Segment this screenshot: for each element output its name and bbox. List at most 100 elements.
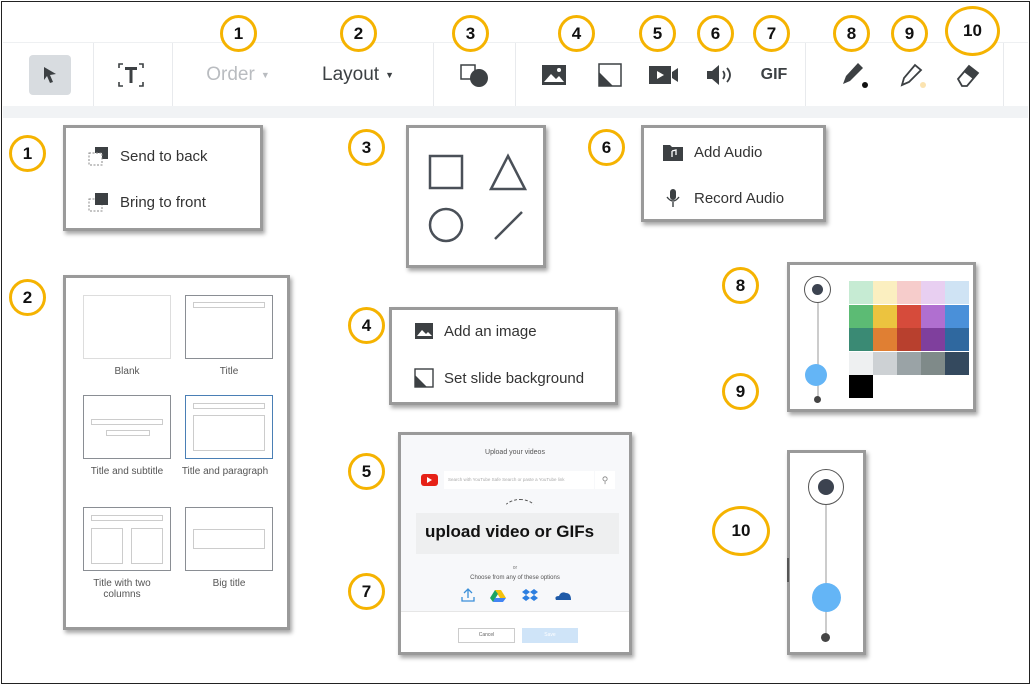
eraser-button[interactable] [951, 43, 987, 107]
color-swatch[interactable] [921, 281, 945, 304]
size-slider-track[interactable] [817, 290, 819, 400]
gif-button[interactable]: GIF [760, 66, 788, 83]
or-divider: or [512, 565, 518, 571]
color-swatch[interactable] [849, 328, 873, 351]
layout-label: Blank [114, 366, 140, 377]
upload-overlay-label: upload video or GIFs [416, 513, 619, 554]
color-swatch[interactable] [897, 351, 921, 375]
color-swatch[interactable] [873, 351, 897, 375]
order-dropdown[interactable]: Order ▼ [198, 43, 278, 107]
color-swatch[interactable] [873, 281, 897, 304]
cancel-button[interactable]: Cancel [458, 628, 515, 643]
size-slider-track[interactable] [825, 493, 827, 638]
dropbox-icon[interactable] [522, 588, 538, 602]
callout-5: 5 [348, 453, 385, 490]
eraser-size-panel [787, 450, 866, 655]
send-to-back-item[interactable]: Send to back [88, 146, 208, 166]
pen-icon [843, 63, 868, 88]
color-swatch[interactable] [897, 304, 921, 328]
layout-dropdown[interactable]: Layout▼ [313, 43, 403, 107]
callout-3: 3 [348, 129, 385, 166]
video-icon [649, 66, 678, 84]
bring-to-front-item[interactable]: Bring to front [88, 192, 206, 212]
layout-title-with-two-columns[interactable] [83, 507, 171, 571]
record-audio-item[interactable]: Record Audio [662, 188, 784, 208]
size-small-option[interactable] [821, 633, 830, 642]
choose-options-label: Choose from any of these options [470, 575, 560, 581]
image-button[interactable] [537, 43, 571, 107]
square-icon[interactable] [427, 153, 467, 193]
audio-menu: Add Audio Record Audio [641, 125, 826, 222]
shapes-button[interactable] [455, 43, 495, 107]
search-icon[interactable]: ⚲ [595, 471, 615, 489]
set-slide-background-item[interactable]: Set slide background [414, 368, 584, 388]
add-audio-item[interactable]: Add Audio [662, 142, 762, 162]
line-icon[interactable] [489, 206, 529, 246]
microphone-icon [666, 189, 680, 207]
circle-icon[interactable] [427, 206, 467, 246]
text-tool-button[interactable] [111, 43, 151, 107]
color-swatch[interactable] [921, 328, 945, 351]
youtube-search-input[interactable]: Search with YouTube Safe Search or paste… [444, 471, 594, 489]
audio-button[interactable] [703, 43, 737, 107]
select-tool-button[interactable] [29, 43, 71, 107]
callout-4: 4 [348, 307, 385, 344]
color-swatch[interactable] [873, 375, 897, 398]
layout-label: Title [219, 366, 239, 377]
text-icon [118, 63, 144, 87]
color-swatch[interactable] [849, 281, 873, 304]
color-swatch[interactable] [945, 351, 969, 375]
scroll-handle[interactable] [787, 558, 789, 582]
add-image-item[interactable]: Add an image [414, 322, 537, 340]
video-button[interactable] [646, 43, 682, 107]
layout-blank[interactable] [83, 295, 171, 359]
onedrive-icon[interactable] [554, 590, 572, 601]
callout-1: 1 [220, 15, 257, 52]
color-swatch[interactable] [897, 328, 921, 351]
callout-5: 5 [639, 15, 676, 52]
callout-3: 3 [452, 15, 489, 52]
callout-7: 7 [753, 15, 790, 52]
color-swatch[interactable] [849, 351, 873, 375]
callout-6: 6 [588, 129, 625, 166]
layout-title[interactable] [185, 295, 273, 359]
color-swatch[interactable] [945, 281, 969, 304]
upload-icon[interactable] [461, 588, 475, 602]
size-small-option[interactable] [814, 396, 821, 403]
color-swatch[interactable] [897, 281, 921, 304]
callout-7: 7 [348, 573, 385, 610]
color-swatch[interactable] [873, 328, 897, 351]
order-label: Order [206, 64, 255, 85]
caret-down-icon: ▼ [260, 70, 270, 80]
layout-label: Title and paragraph [181, 466, 269, 477]
color-swatch[interactable] [849, 375, 873, 398]
highlighter-icon [900, 63, 926, 88]
color-swatch[interactable] [945, 328, 969, 351]
save-button[interactable]: Save [522, 628, 578, 643]
color-swatch[interactable] [945, 304, 969, 328]
callout-8: 8 [722, 267, 759, 304]
size-large-option[interactable] [808, 469, 844, 505]
layout-big-title[interactable] [185, 507, 273, 571]
color-swatch[interactable] [921, 304, 945, 328]
bring-to-front-icon [88, 193, 108, 212]
toolbar: Order ▼ Layout▼ GIF [3, 42, 1028, 107]
callout-1: 1 [9, 135, 46, 172]
color-swatch[interactable] [921, 351, 945, 375]
youtube-icon [421, 474, 438, 486]
layout-title-and-paragraph[interactable] [185, 395, 273, 459]
slide-background-button[interactable] [593, 43, 627, 107]
highlighter-button[interactable] [895, 43, 931, 107]
triangle-icon[interactable] [489, 153, 529, 193]
shapes-icon [460, 64, 488, 87]
google-drive-icon[interactable] [490, 589, 506, 602]
layout-title-and-subtitle[interactable] [83, 395, 171, 459]
color-swatch[interactable] [849, 304, 873, 328]
layout-menu: Blank Title Title and subtitle Title and… [63, 275, 290, 630]
background-icon [414, 368, 434, 388]
size-large-option[interactable] [804, 276, 831, 303]
color-swatch[interactable] [873, 304, 897, 328]
callout-2: 2 [9, 279, 46, 316]
pen-button[interactable] [837, 43, 873, 107]
